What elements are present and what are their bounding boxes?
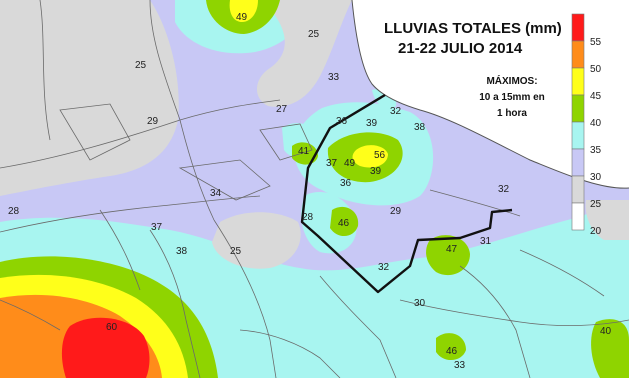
legend-swatch	[571, 13, 585, 42]
maximums-rate: 10 a 15mm en	[479, 92, 545, 103]
contour-label: 30	[414, 298, 426, 309]
legend-swatch	[571, 202, 585, 231]
legend-swatch	[571, 94, 585, 123]
contour-label: 33	[454, 360, 466, 371]
legend-swatch	[571, 121, 585, 150]
contour-label: 28	[8, 206, 20, 217]
contour-label: 31	[480, 236, 492, 247]
contour-band-40-south	[436, 333, 466, 361]
legend-tick-label: 45	[590, 91, 602, 102]
contour-label: 49	[344, 158, 356, 169]
contour-label: 25	[230, 246, 242, 257]
contour-label: 25	[308, 29, 320, 40]
contour-label: 33	[328, 72, 340, 83]
map-subtitle: 21-22 JULIO 2014	[398, 40, 523, 57]
contour-label: 47	[446, 244, 458, 255]
contour-band-25-northwest	[0, 0, 179, 196]
legend-swatch	[571, 148, 585, 177]
contour-band-45-central	[352, 145, 388, 168]
ocean-area	[352, 0, 629, 189]
contour-labels: 49 25 25 33 29 27 32 36 39 38 41 37 49 5…	[8, 12, 612, 371]
legend-tick-label: 40	[590, 118, 602, 129]
contour-label: 46	[338, 218, 350, 229]
contour-label: 56	[374, 150, 386, 161]
legend-tick-label: 35	[590, 145, 602, 156]
contour-label: 25	[135, 60, 147, 71]
contour-label: 28	[302, 212, 314, 223]
contour-label: 49	[236, 12, 248, 23]
contour-label: 37	[151, 222, 163, 233]
legend-tick-label: 55	[590, 37, 602, 48]
contour-label: 36	[340, 178, 352, 189]
contour-band-40-southeast	[426, 235, 470, 276]
legend-swatch	[571, 175, 585, 204]
contour-label: 37	[326, 158, 338, 169]
contour-band-25-east	[585, 200, 629, 240]
contour-label: 60	[106, 322, 118, 333]
legend-tick-label: 20	[590, 226, 602, 237]
contour-label: 39	[370, 166, 382, 177]
contour-label: 46	[446, 346, 458, 357]
contour-band-45-north	[229, 0, 258, 22]
contour-band-25-north	[256, 0, 352, 107]
contour-label: 34	[210, 188, 222, 199]
map-title: LLUVIAS TOTALES (mm)	[384, 20, 562, 37]
legend-swatch	[571, 67, 585, 96]
contour-label: 38	[414, 122, 426, 133]
contour-label: 41	[298, 146, 310, 157]
maximums-label: MÁXIMOS:	[486, 76, 538, 87]
legend-swatch	[571, 40, 585, 69]
contour-label: 32	[378, 262, 390, 273]
contour-band-55-southwest	[61, 317, 150, 378]
contour-label: 36	[336, 116, 348, 127]
contour-label: 32	[390, 106, 402, 117]
area-boundary-line	[300, 93, 513, 294]
contour-band-40-west	[292, 142, 318, 165]
legend-tick-label: 25	[590, 199, 602, 210]
coastline	[351, 0, 629, 189]
legend-tick-label: 50	[590, 64, 602, 75]
contour-label: 39	[366, 118, 378, 129]
contour-label: 40	[600, 326, 612, 337]
contour-band-40-center-west	[330, 206, 359, 237]
contour-band-40-southeast-corner	[591, 319, 629, 378]
maximums-duration: 1 hora	[496, 108, 527, 119]
contour-label: 32	[498, 184, 510, 195]
legend-swatches	[571, 13, 585, 231]
color-legend: 55 50 45 40 35 30 25 20	[571, 13, 602, 237]
contour-band-25-center	[212, 212, 301, 269]
legend-ticks: 55 50 45 40 35 30 25 20	[590, 37, 602, 237]
contour-label: 38	[176, 246, 188, 257]
contour-label: 27	[276, 104, 288, 115]
contour-label: 29	[147, 116, 159, 127]
legend-tick-label: 30	[590, 172, 602, 183]
contour-label: 29	[390, 206, 402, 217]
